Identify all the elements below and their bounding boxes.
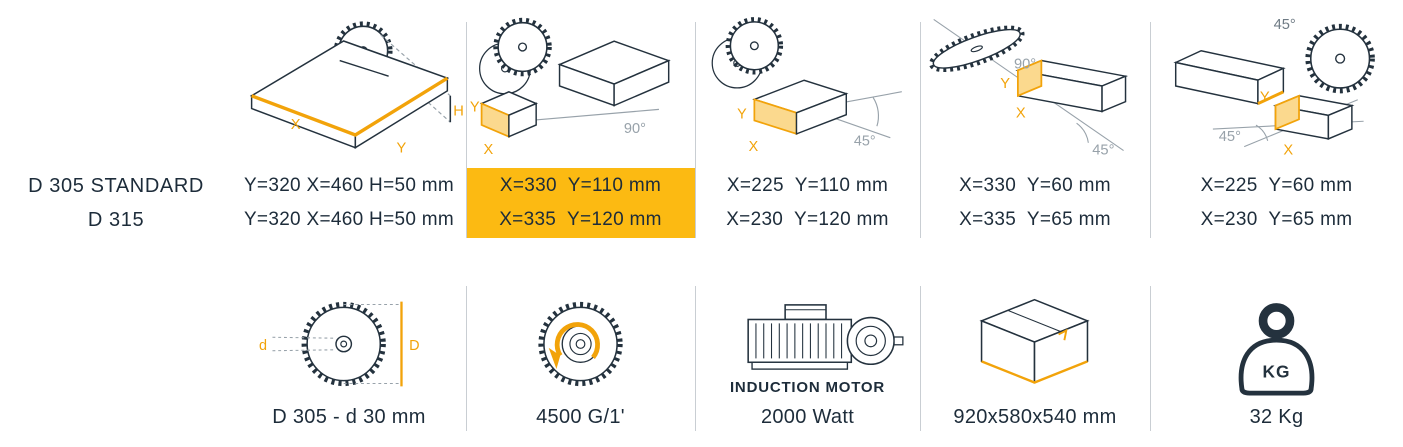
packaging-item: 920x580x540 mm	[920, 282, 1150, 447]
workpiece-cut-section	[1015, 59, 1129, 113]
kg-label: KG	[1262, 362, 1290, 382]
spec-d315-crosscut-90: X=335 Y=120 mm	[499, 209, 662, 230]
blade-speed-caption: 4500 G/1'	[536, 406, 625, 428]
dim-y-label: Y	[1000, 76, 1010, 92]
spec-col-bevel-45: 90° 45° Y X X=330 Y=60 mm X=335 Y=65 mm	[920, 0, 1150, 238]
spec-col-crosscut-90: 90° Y X X=330 Y=110 mm X=335 Y=120 mm	[466, 0, 695, 238]
saw-blade-icon	[479, 17, 552, 95]
workpiece-cut-section	[479, 91, 539, 139]
workpiece-large	[557, 40, 671, 107]
blade-speed-item: 4500 G/1'	[466, 282, 695, 447]
packaging-box-icon	[979, 298, 1090, 384]
motor-item: INDUCTION MOTOR 2000 Watt	[695, 282, 920, 447]
table-cut-illustration: X Y H	[232, 0, 466, 168]
mitre-45-drawing: 45° Y X	[711, 17, 902, 155]
weight-item: KG 32 Kg	[1150, 282, 1403, 447]
packaging-caption: 920x580x540 mm	[953, 406, 1117, 428]
table-cut-drawing: X Y H	[249, 21, 464, 157]
mitre-45-illustration: 45° Y X	[695, 0, 920, 168]
spec-d315-bevel-45: X=335 Y=65 mm	[959, 209, 1111, 230]
crosscut-90-illustration: 90° Y X	[466, 0, 695, 168]
spec-d305-bevel-45: X=330 Y=60 mm	[959, 175, 1111, 196]
angle-45-side-label: 45°	[1218, 129, 1240, 145]
motor-fins	[754, 323, 842, 359]
angle-45-label: 45°	[1092, 143, 1114, 159]
saw-table-top	[249, 40, 450, 136]
bevel-45-drawing: 90° 45° Y X	[929, 19, 1129, 159]
workpiece-cut-section	[752, 79, 849, 136]
rotation-arrowhead	[548, 347, 560, 370]
saw-blade-icon	[711, 17, 784, 89]
dim-y-label: Y	[396, 141, 406, 157]
spec-d315-mitre-45: X=230 Y=120 mm	[726, 209, 889, 230]
spec-d305-compound-45: X=225 Y=60 mm	[1200, 175, 1353, 196]
dim-y-label: Y	[737, 107, 747, 123]
capacity-table: D 305 STANDARD D 315	[0, 0, 1403, 238]
dim-x-label: X	[749, 139, 759, 155]
model-row-d305: D 305 STANDARD	[28, 175, 204, 197]
spec-d305-mitre-45: X=225 Y=110 mm	[726, 175, 889, 196]
blade-diameter-item: d D D 305 - d 30 mm	[232, 282, 466, 447]
weight-icon: KG	[1238, 303, 1314, 396]
compound-45-drawing: 45° 45° Y X	[1172, 17, 1375, 159]
tilted-saw-blade-icon	[929, 25, 1025, 73]
bottom-spacer-col	[0, 282, 232, 447]
spec-d315-table-cut: Y=320 X=460 H=50 mm	[243, 209, 455, 230]
motor-power-caption: 2000 Watt	[760, 406, 855, 428]
blade-diameter-icon: d D	[259, 301, 420, 387]
model-column: D 305 STANDARD D 315	[0, 0, 232, 238]
dim-x-label: X	[1283, 143, 1293, 159]
induction-motor-icon	[746, 304, 903, 370]
general-specs: d D D 305 - d 30 mm 4500 G/1'	[0, 282, 1403, 447]
bore-d-label: d	[259, 338, 267, 354]
spec-d305-table-cut: Y=320 X=460 H=50 mm	[243, 175, 455, 196]
compound-45-illustration: 45° 45° Y X	[1150, 0, 1403, 168]
workpiece-cut-section	[1272, 94, 1354, 140]
induction-motor-label: INDUCTION MOTOR	[729, 379, 886, 396]
highlighted-spec-cell: X=330 Y=110 mm X=335 Y=120 mm	[466, 168, 695, 238]
angle-90-label: 90°	[624, 121, 646, 137]
section-gap	[0, 238, 1403, 282]
angle-90-label: 90°	[1014, 56, 1036, 72]
model-row-d315: D 315	[87, 209, 145, 231]
bevel-45-illustration: 90° 45° Y X	[920, 0, 1150, 168]
spec-d305-crosscut-90: X=330 Y=110 mm	[499, 175, 662, 196]
angle-45-label: 45°	[854, 133, 876, 149]
spec-col-mitre-45: 45° Y X X=225 Y=110 mm X=230 Y=120 mm	[695, 0, 920, 238]
diameter-d-label: D	[409, 338, 419, 354]
spec-d315-compound-45: X=230 Y=65 mm	[1200, 209, 1353, 230]
dim-y-label: Y	[470, 99, 480, 115]
dim-h-label: H	[453, 103, 464, 119]
blade-diameter-caption: D 305 - d 30 mm	[272, 406, 426, 428]
model-column-spacer	[0, 0, 232, 168]
weight-caption: 32 Kg	[1249, 406, 1304, 428]
crosscut-90-drawing: 90° Y X	[470, 17, 671, 158]
dim-x-label: X	[484, 142, 494, 158]
spec-col-compound-45: 45° 45° Y X X=225 Y=60 mm X=230 Y=65 mm	[1150, 0, 1403, 238]
dim-x-label: X	[1016, 105, 1026, 121]
workpiece-large	[1172, 49, 1286, 105]
dim-x-label: X	[291, 117, 301, 133]
saw-blade-icon	[1304, 23, 1375, 94]
angle-45-top-label: 45°	[1273, 17, 1295, 33]
dim-y-label: Y	[1259, 90, 1269, 106]
blade-speed-icon	[537, 301, 623, 387]
spec-col-table-cut: X Y H Y=320 X=460 H=50 mm Y=320 X=460 H=…	[232, 0, 466, 238]
